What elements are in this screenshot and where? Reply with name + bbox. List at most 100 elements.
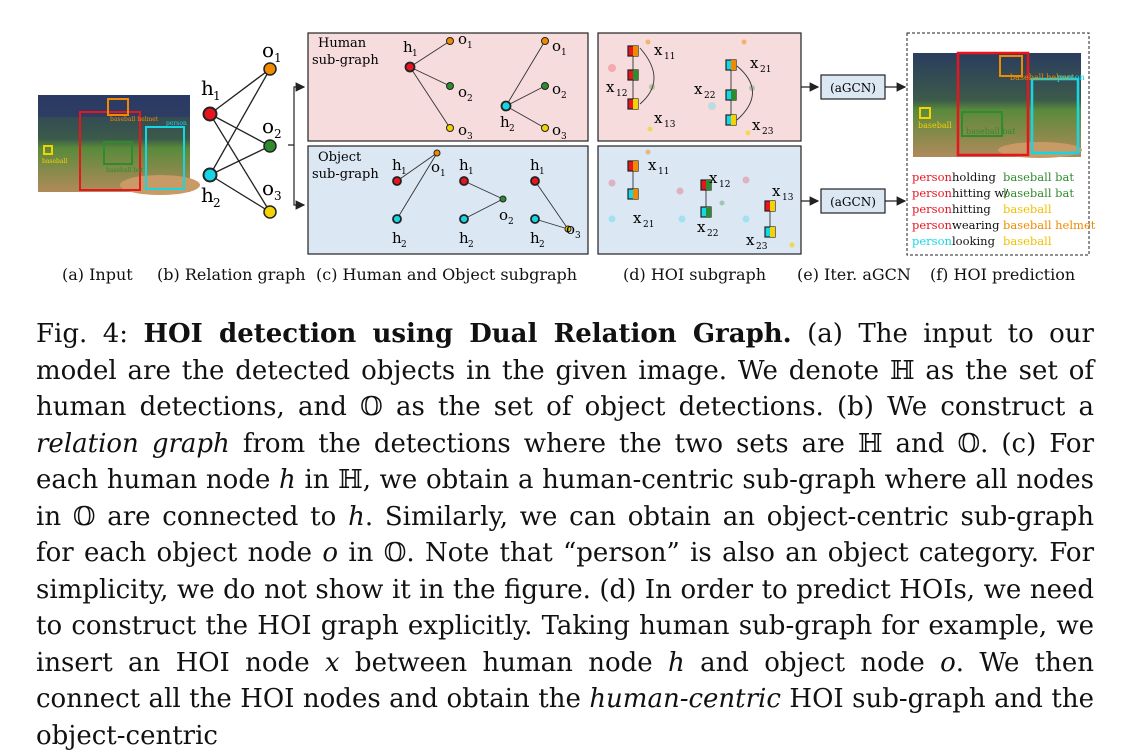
object-subgraph: Object sub-graph h 1 h 2 o 1 h 1 h 2 o 2… [307, 145, 589, 255]
label-bat: baseball bat [106, 167, 144, 174]
node-o3 [263, 205, 277, 219]
hoi-human-subgraph: x 11 x 12 x 13 x 21 x 22 x 23 [597, 32, 802, 142]
human-subgraph: Human sub-graph h 1 o 1 o 2 o 3 h 2 o 1 … [307, 30, 589, 142]
prediction-object: baseball helmet [1003, 218, 1096, 232]
hoi-x13: x [654, 109, 663, 127]
prediction-verb: wearing [952, 218, 1000, 232]
hoi-o-x23-sub: 23 [756, 242, 768, 252]
hoi-o-x11-sub: 11 [658, 167, 669, 177]
hoi-o-x13-sub: 13 [782, 193, 794, 203]
caption-italic-h-3: h [667, 647, 685, 678]
hoi-o-x11: x [648, 156, 657, 174]
hoi-x22: x [694, 80, 703, 98]
os-h2-a: h [392, 229, 402, 247]
os-h2-c-sub: 2 [539, 240, 545, 250]
hoi-x23-sub: 23 [762, 127, 774, 137]
hoi-o-x22: x [697, 218, 706, 236]
pred-label-person: person [1057, 73, 1085, 82]
caption-italic-o-1: o [322, 538, 339, 568]
caption-f: (f) HOI prediction [930, 265, 1075, 284]
caption-italic-human-centric: human-centric [589, 684, 781, 714]
box-person-cyan [145, 126, 185, 190]
node-o2 [263, 139, 277, 153]
label-o3-sub: 3 [274, 189, 282, 203]
hs-o1-a: o [458, 30, 467, 48]
os-h1-a-sub: 1 [401, 167, 407, 177]
hs-h2: h [500, 113, 510, 131]
os-o1: o [431, 158, 440, 176]
prediction-object: baseball bat [1003, 186, 1074, 200]
hoi-x12-sub: 12 [616, 89, 627, 99]
hoi-x13-sub: 13 [664, 120, 676, 130]
hoi-o-x22-sub: 22 [707, 229, 718, 239]
hoi-x22-sub: 22 [704, 91, 715, 101]
label-o1: o [262, 38, 274, 62]
panel-captions: (a) Input (b) Relation graph (c) Human a… [62, 265, 1075, 284]
os-h1-b-sub: 1 [468, 167, 474, 177]
caption-d: (d) HOI subgraph [623, 265, 766, 284]
pred-label-baseball: baseball [918, 121, 952, 130]
hoi-x11-sub: 11 [664, 52, 675, 62]
caption-title: HOI detection using Dual Relation Graph. [143, 319, 792, 349]
label-baseball: baseball [42, 158, 67, 165]
caption-italic-h-1: h [279, 465, 296, 495]
node-h2 [202, 167, 218, 183]
figure-caption: Fig. 4: HOI detection using Dual Relatio… [36, 316, 1094, 754]
hs-o1-a-sub: 1 [467, 41, 473, 51]
label-o3: o [262, 176, 274, 200]
hoi-prediction: baseball helmet person baseball baseball… [906, 32, 1096, 256]
hoi-x23: x [752, 116, 761, 134]
os-h2-b: h [459, 229, 469, 247]
hoi-o-x12-sub: 12 [719, 180, 730, 190]
caption-italic-relation-graph: relation graph [36, 428, 230, 459]
prediction-object: baseball [1003, 234, 1052, 248]
os-h2-b-sub: 2 [468, 240, 474, 250]
human-title-1: Human [318, 36, 367, 51]
prediction-verb: hitting w/ [952, 186, 1008, 200]
os-o3: o [566, 220, 575, 238]
box-person-red [79, 111, 141, 191]
label-helmet: baseball helmet [110, 116, 159, 123]
object-title-1: Object [318, 150, 362, 165]
os-h2-a-sub: 2 [401, 240, 407, 250]
os-o2-sub: 2 [508, 217, 514, 227]
hs-o3-a: o [458, 121, 467, 139]
caption-italic-o-2: o [940, 647, 956, 678]
hoi-o-x21: x [633, 209, 642, 227]
agcn-label-top: (aGCN) [830, 81, 876, 95]
prediction-object: baseball bat [1003, 170, 1074, 184]
hoi-x21: x [750, 54, 759, 72]
caption-part-9: in 𝕆. Note that “person” is also an obje… [36, 538, 1094, 678]
caption-italic-h-2: h [348, 501, 365, 532]
caption-fig-label: Fig. 4: [36, 319, 128, 349]
prediction-object: baseball [1003, 202, 1052, 216]
agcn-blocks: (aGCN) (aGCN) [801, 74, 907, 214]
hs-o3-a-sub: 3 [467, 132, 473, 142]
box-bat [103, 141, 133, 165]
input-image: baseball helmet person baseball baseball… [38, 95, 200, 195]
caption-part-11: between human node [354, 647, 653, 678]
pred-label-helmet: baseball helmet [1010, 73, 1075, 82]
node-h1 [202, 106, 218, 122]
caption-part-3: from the detections where the two sets a… [36, 428, 1094, 496]
box-ball [43, 145, 53, 155]
os-h2-c: h [530, 229, 540, 247]
pred-label-bat: baseball bat [966, 127, 1016, 136]
hs-o1-b-sub: 1 [561, 48, 567, 58]
figure: baseball helmet person baseball baseball… [38, 30, 1096, 284]
object-title-2: sub-graph [312, 167, 379, 182]
hoi-x12: x [606, 78, 615, 96]
hs-h1-sub: 1 [412, 49, 418, 59]
human-title-2: sub-graph [312, 53, 379, 68]
hoi-o-x21-sub: 21 [643, 220, 654, 230]
box-helmet [107, 98, 129, 116]
prediction-verb: hitting [952, 202, 991, 216]
hs-h1: h [403, 38, 413, 56]
caption-c: (c) Human and Object subgraph [316, 265, 577, 284]
caption-e: (e) Iter. aGCN [797, 265, 911, 284]
label-h2-sub: 2 [213, 196, 221, 210]
hs-o2-b: o [552, 80, 561, 98]
os-h1-b: h [459, 156, 469, 174]
hs-o2-b-sub: 2 [561, 91, 567, 101]
